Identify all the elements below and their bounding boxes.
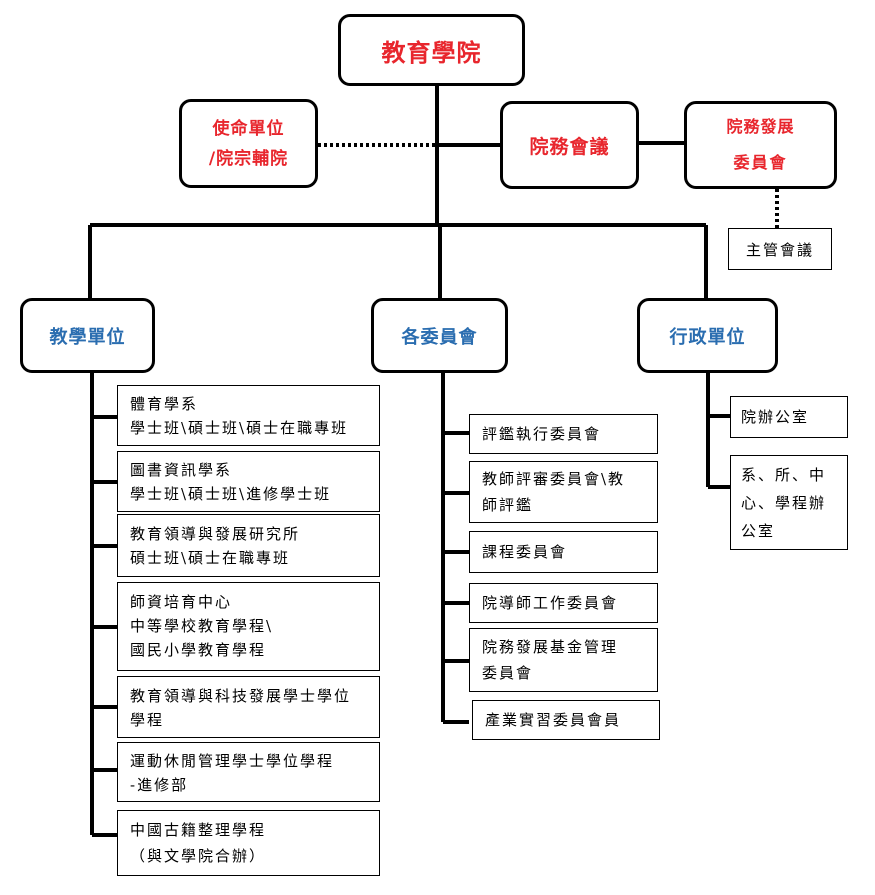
college-title: 教育學院 xyxy=(381,37,482,67)
committee-item: 教師評審委員會\教 師評鑑 xyxy=(469,461,658,523)
supervisor-meeting-box: 主管會議 xyxy=(728,228,832,270)
committee-line: 院導師工作委員會 xyxy=(482,594,619,612)
committee-item: 院導師工作委員會 xyxy=(469,583,658,623)
admin-units-box: 行政單位 xyxy=(637,298,778,373)
unit-line: 國民小學教育學程 xyxy=(130,641,267,659)
unit-line: 中國古籍整理學程 xyxy=(130,821,267,839)
admin-unit-line: 心、學程辦 xyxy=(741,493,827,512)
committee-item: 院務發展基金管理 委員會 xyxy=(469,628,658,692)
mission-line-1: 使命單位 xyxy=(212,118,285,139)
committee-item: 產業實習委員會員 xyxy=(472,700,660,740)
unit-line: 教育領導與發展研究所 xyxy=(130,525,301,543)
college-council-box: 院務會議 xyxy=(500,101,639,189)
college-title-box: 教育學院 xyxy=(338,14,525,86)
teaching-units-box: 教學單位 xyxy=(20,298,155,373)
admin-units-label: 行政單位 xyxy=(669,326,746,348)
development-committee-box: 院務發展 委員會 xyxy=(684,101,837,189)
unit-line: -進修部 xyxy=(130,776,189,794)
unit-line: 圖書資訊學系 xyxy=(130,461,233,479)
admin-unit-line: 院辦公室 xyxy=(741,408,810,426)
teaching-unit: 教育領導與科技發展學士學位 學程 xyxy=(117,676,380,738)
teaching-unit: 教育領導與發展研究所 碩士班\碩士在職專班 xyxy=(117,514,380,577)
unit-line: 學士班\碩士班\進修學士班 xyxy=(130,485,332,503)
teaching-unit: 體育學系 學士班\碩士班\碩士在職專班 xyxy=(117,385,380,446)
teaching-units-label: 教學單位 xyxy=(49,326,126,348)
admin-unit: 系、所、中 心、學程辦 公室 xyxy=(730,455,848,550)
unit-line: 教育領導與科技發展學士學位 xyxy=(130,687,352,705)
committee-line: 課程委員會 xyxy=(482,543,568,561)
unit-line: 中等學校教育學程\ xyxy=(130,617,274,635)
mission-line-2: /院宗輔院 xyxy=(208,148,289,169)
unit-line: 運動休閒管理學士學位學程 xyxy=(130,752,335,770)
unit-line: （與文學院合辦） xyxy=(130,847,267,865)
committee-line: 教師評審委員會\教 xyxy=(482,470,626,488)
committee-item: 評鑑執行委員會 xyxy=(469,414,658,454)
admin-unit-line: 系、所、中 xyxy=(741,465,827,484)
unit-line: 學士班\碩士班\碩士在職專班 xyxy=(130,419,349,437)
teaching-unit: 中國古籍整理學程 （與文學院合辦） xyxy=(117,810,380,876)
development-committee-line-2: 委員會 xyxy=(733,153,788,172)
teaching-unit: 圖書資訊學系 學士班\碩士班\進修學士班 xyxy=(117,451,380,512)
teaching-unit: 運動休閒管理學士學位學程 -進修部 xyxy=(117,742,380,802)
unit-line: 碩士班\碩士在職專班 xyxy=(130,549,291,567)
mission-unit-box: 使命單位 /院宗輔院 xyxy=(179,99,318,188)
committee-line: 評鑑執行委員會 xyxy=(482,425,602,443)
committee-line: 院務發展基金管理 xyxy=(482,638,619,656)
committee-line: 委員會 xyxy=(482,664,534,682)
committees-label: 各委員會 xyxy=(401,326,478,348)
committee-line: 師評鑑 xyxy=(482,496,534,514)
committee-item: 課程委員會 xyxy=(469,531,658,573)
admin-unit-line: 公室 xyxy=(741,521,776,540)
development-committee-line-1: 院務發展 xyxy=(726,117,795,136)
unit-line: 學程 xyxy=(130,711,165,729)
supervisor-meeting-label: 主管會議 xyxy=(745,240,814,259)
unit-line: 師資培育中心 xyxy=(130,593,233,611)
committee-line: 產業實習委員會員 xyxy=(485,711,622,729)
unit-line: 體育學系 xyxy=(130,395,199,413)
college-council-label: 院務會議 xyxy=(529,135,610,158)
admin-unit: 院辦公室 xyxy=(730,396,848,438)
committees-box: 各委員會 xyxy=(371,298,508,373)
teaching-unit: 師資培育中心 中等學校教育學程\ 國民小學教育學程 xyxy=(117,582,380,671)
